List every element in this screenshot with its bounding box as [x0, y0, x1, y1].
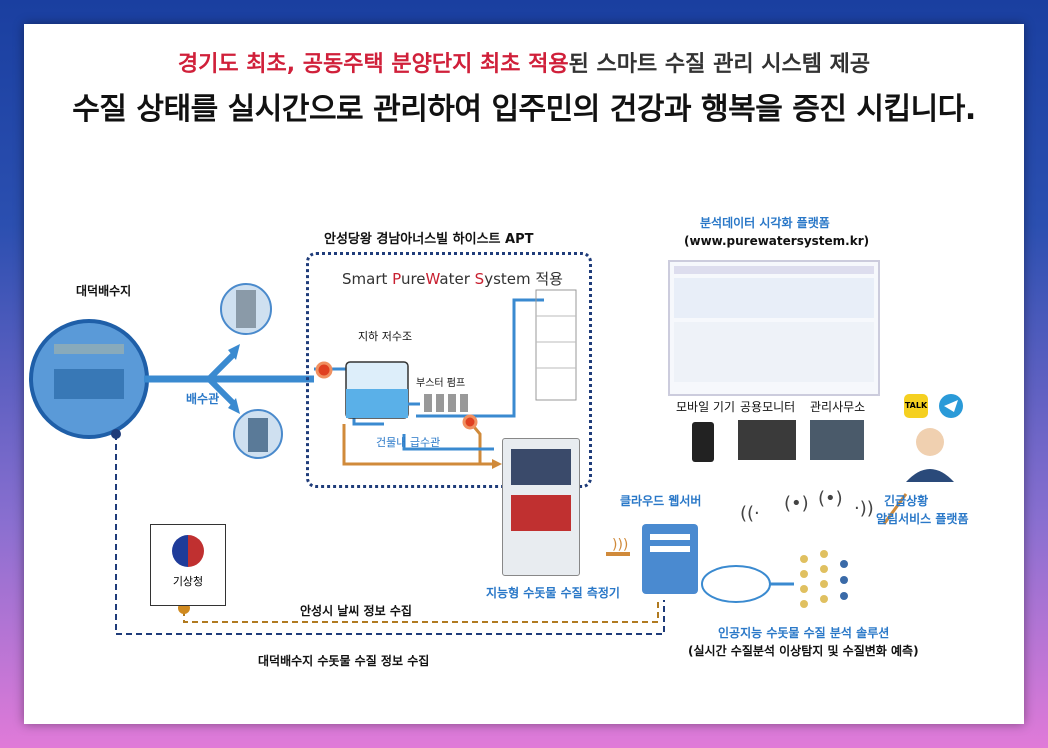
weather-info-line [183, 600, 659, 623]
smart-system-label: Smart PureWater System 적용 [342, 270, 563, 288]
taegeuk-logo-icon [172, 535, 204, 567]
supply-pipe-label: 건물내 급수관 [376, 436, 441, 449]
weather-agency-box: 기상청 [150, 524, 226, 606]
headline-line2: 수질 상태를 실시간으로 관리하여 입주민의 건강과 행복을 증진 시킵니다. [72, 92, 976, 127]
ai-solution-title: 인공지능 수돗물 수질 분석 솔루션 [718, 626, 890, 640]
person-icon [916, 428, 944, 456]
valve-icon [315, 361, 333, 379]
device-monitor-label: 공용모니터 [740, 400, 796, 414]
device-mobile-label: 모바일 기기 [676, 400, 736, 414]
svg-text:))): ))) [612, 537, 628, 553]
cloud-icon [701, 565, 771, 603]
reservoir-label: 대덕배수지 [76, 284, 132, 298]
kakao-talk-icon: TALK [904, 394, 928, 418]
svg-text:(•): (•) [784, 493, 809, 514]
apartment-label: 안성당왕 경남아너스빌 하이스트 APT [324, 232, 534, 247]
cloud-server-icon [642, 524, 698, 594]
headline-line1: 경기도 최초, 공동주택 분양단지 최초 적용된 스마트 수질 관리 시스템 제… [24, 46, 1024, 78]
pump-label: 부스터 펌프 [416, 378, 466, 389]
cloud-server-label: 클라우드 웹서버 [620, 494, 702, 508]
device-office-label: 관리사무소 [810, 400, 866, 414]
svg-text:(•): (•) [818, 488, 843, 509]
weather-collect-label: 안성시 날씨 정보 수집 [300, 604, 412, 618]
building-outline [535, 289, 577, 401]
headline-highlight: 경기도 최초, 공동주택 분양단지 최초 적용 [177, 52, 569, 77]
office-icon [810, 420, 864, 460]
ai-solution-subtitle: (실시간 수질분석 이상탐지 및 수질변화 예측) [688, 644, 919, 658]
sample-pipe [342, 424, 494, 466]
analyzer-device-icon [502, 438, 580, 576]
platform-url: (www.purewatersystem.kr) [684, 234, 870, 248]
svg-text:((·: ((· [740, 503, 760, 524]
water-collect-label: 대덕배수지 수돗물 수질 정보 수집 [258, 654, 430, 668]
riser-pipe [474, 298, 544, 418]
alert-label-line2: 알림서비스 플랫폼 [876, 512, 969, 526]
water-info-line [115, 434, 665, 635]
system-diagram: ))) ((· (•) (•) ·)) [29, 283, 963, 635]
public-monitor-icon [738, 420, 796, 460]
neural-network-icon [800, 550, 848, 608]
platform-title: 분석데이터 시각화 플랫폼 [700, 216, 830, 230]
mobile-phone-icon [692, 422, 714, 462]
apartment-system-box [306, 252, 592, 488]
infographic-card: 경기도 최초, 공동주택 분양단지 최초 적용된 스마트 수질 관리 시스템 제… [24, 24, 1024, 724]
pipe-label: 배수관 [186, 392, 220, 406]
weather-agency-label: 기상청 [172, 575, 204, 588]
dashboard-screenshot [668, 260, 880, 396]
tank-label: 지하 저수조 [358, 330, 413, 343]
svg-text:·)): ·)) [854, 498, 874, 519]
analyzer-label: 지능형 수돗물 수질 측정기 [486, 586, 620, 600]
headline-rest: 된 스마트 수질 관리 시스템 제공 [568, 52, 871, 77]
alert-label-line1: 긴급상황 [884, 494, 929, 508]
